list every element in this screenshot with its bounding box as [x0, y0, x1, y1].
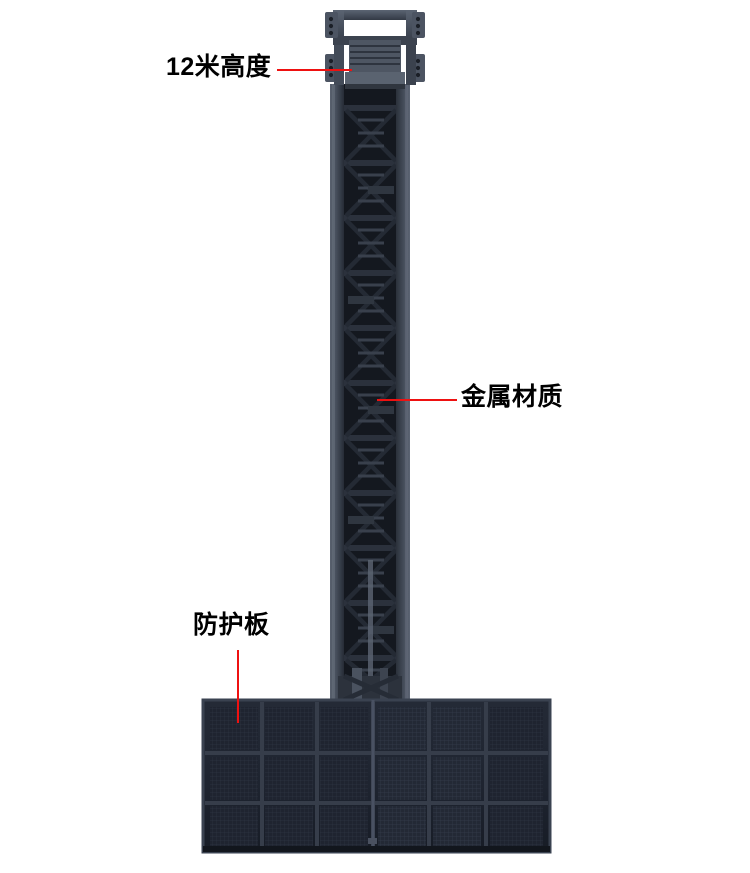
tower-mast [330, 84, 410, 704]
annotation-label-guard: 防护板 [193, 611, 270, 639]
guard-base-plate [201, 668, 552, 854]
annotation-label-height: 12米高度 [166, 53, 272, 81]
leader-line-guard [237, 650, 239, 723]
annotation-label-material: 金属材质 [461, 383, 564, 411]
leader-line-material [377, 399, 457, 401]
head-unit [349, 40, 401, 72]
leader-line-height [277, 69, 352, 71]
tower-rail-right [396, 84, 410, 704]
tower-top-cap [325, 10, 425, 89]
